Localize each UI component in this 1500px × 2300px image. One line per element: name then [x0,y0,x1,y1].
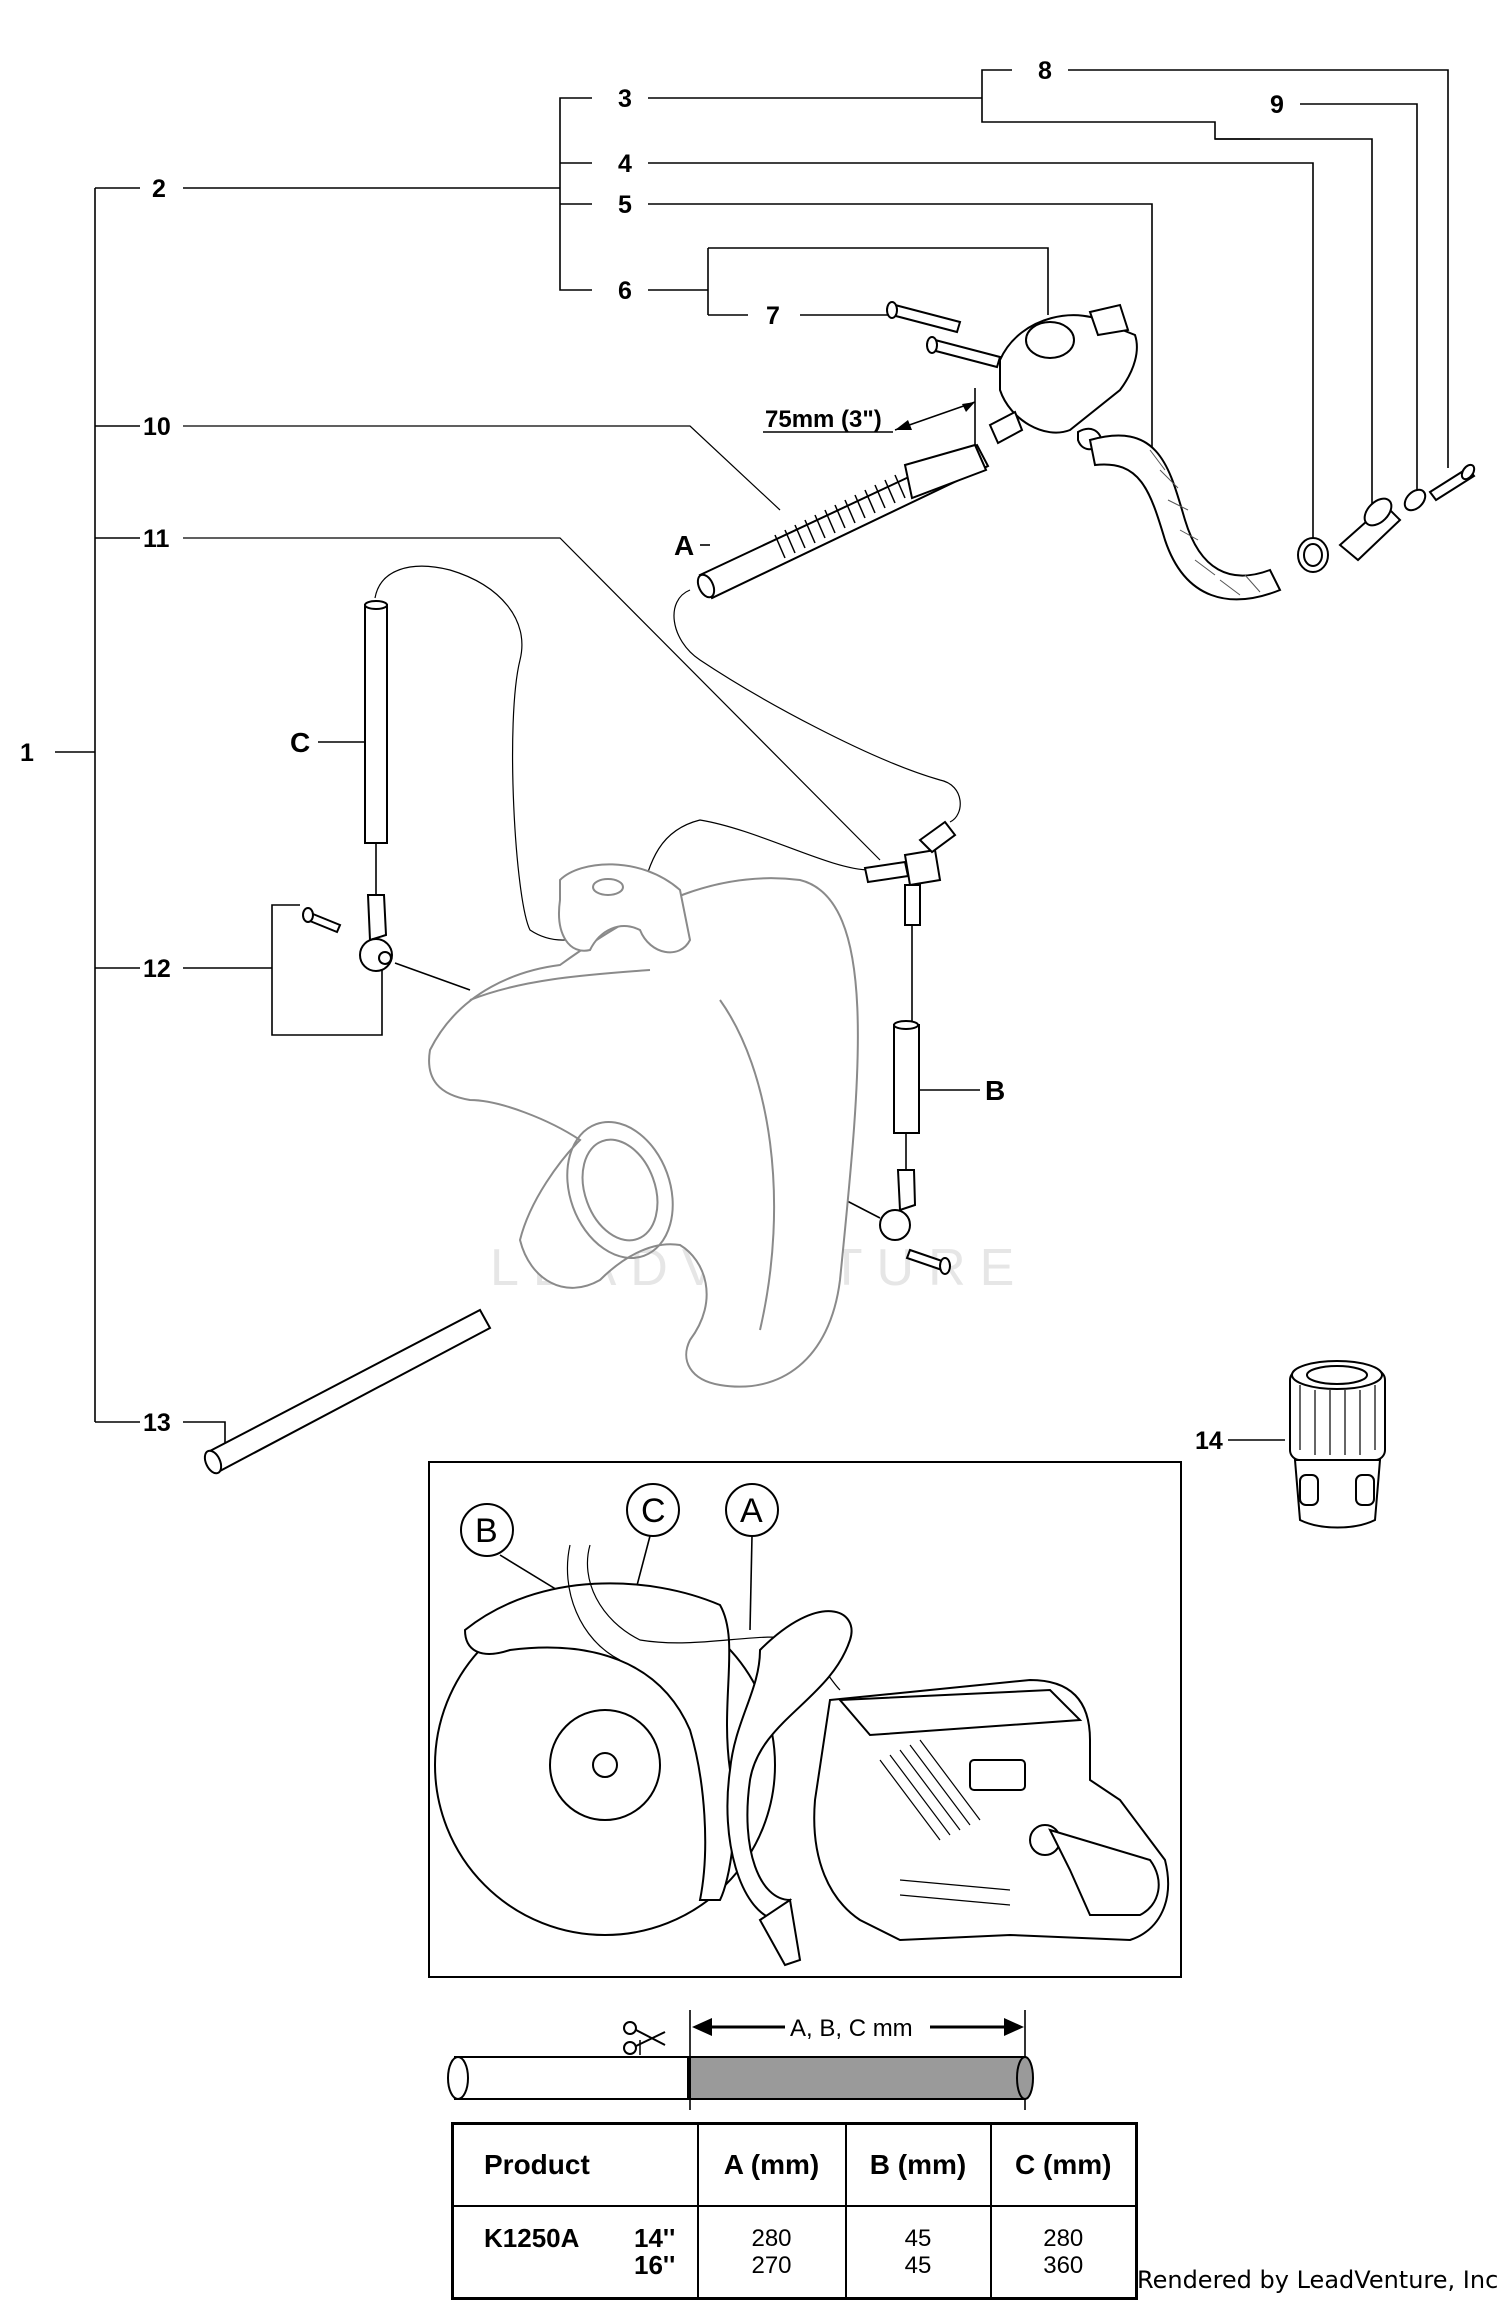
spec-table: Product A (mm) B (mm) C (mm) K1250A 14''… [451,2122,1138,2300]
hose-label-a: A [674,530,694,561]
a-value-2: 270 [751,2252,792,2279]
tube-13 [203,1308,492,1475]
dimension-label: 75mm (3") [765,406,882,433]
callout-3: 3 [618,85,632,113]
a-cell: 280 270 [696,2205,847,2300]
valve-housing [886,301,1138,451]
table-row: K1250A 14'' 16'' 280 270 45 45 [451,2205,1138,2300]
fittings-row [1297,463,1476,573]
header-c: C (mm) [989,2122,1138,2207]
hose-a-assembly [696,443,990,600]
hose-label-c: C [290,727,310,758]
callout-6: 6 [618,277,632,305]
scissors-icon [623,2021,666,2055]
callout-5: 5 [618,191,632,219]
size-2: 16'' [634,2250,676,2280]
cut-diagram: A, B, C mm [447,2010,1034,2110]
header-a: A (mm) [696,2122,847,2207]
hose-label-b: B [985,1075,1005,1106]
hose-5 [1088,434,1282,601]
footer-credit: Rendered by LeadVenture, Inc. [1137,2266,1500,2294]
callout-1: 1 [20,739,34,767]
c-value-2: 360 [1043,2252,1084,2279]
callout-10: 10 [143,413,171,441]
product-name: K1250A [484,2223,580,2253]
product-cell: K1250A 14'' 16'' [451,2205,699,2300]
blade-guard [428,863,859,1388]
callout-4: 4 [618,150,632,178]
header-b: B (mm) [844,2122,992,2207]
cut-label: A, B, C mm [790,2015,913,2042]
callout-7: 7 [766,302,780,330]
b-cell: 45 45 [844,2205,992,2300]
water-lines [302,565,961,1275]
callout-11: 11 [143,525,170,553]
inset-label-a: A [740,1492,763,1530]
callout-9: 9 [1270,91,1284,119]
c-cell: 280 360 [989,2205,1138,2300]
dimension-75mm: 75mm (3") [763,388,976,455]
callout-13: 13 [143,1409,171,1437]
table-header-row: Product A (mm) B (mm) C (mm) [451,2122,1138,2207]
b-value-1: 45 [904,2225,932,2252]
a-value-1: 280 [751,2225,792,2252]
callout-2: 2 [152,175,166,203]
callout-12: 12 [143,955,171,983]
inset-label-b: B [475,1512,498,1550]
b-value-2: 45 [904,2252,932,2279]
size-1: 14'' [634,2223,676,2253]
callout-numbers: 1 2 3 4 5 6 7 8 9 10 11 12 13 14 [20,57,1284,1455]
c-value-1: 280 [1043,2225,1084,2252]
inset-label-c: C [641,1492,666,1530]
callout-14: 14 [1195,1427,1223,1455]
header-product: Product [451,2122,699,2207]
callout-8: 8 [1038,57,1052,85]
inset-machine: B C A [428,1461,1182,1978]
callout-leaders [55,69,1449,1450]
coupling-14 [1289,1360,1386,1529]
